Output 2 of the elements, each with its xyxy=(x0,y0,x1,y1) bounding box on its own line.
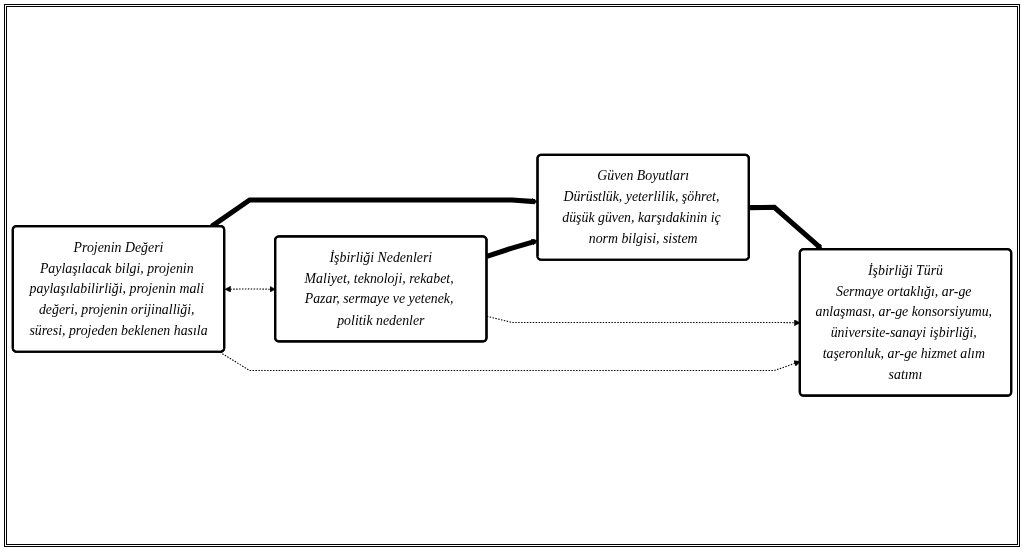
diagram-frame: Projenin Değeri Paylaşılacak bilgi, projenin paylaşılabilirliği, projenin mali değeri, projenin orijinalliği, süresi, projeden beklenen hasıla Güven Boyutları Dürüstlük, yeterlilik, şöhret, düşük güven, karşıdakinin iç norm bilgisi, sistem İşbirliği Nedenleri Maliyet, teknoloji, rekabet, Pazar, sermaye ve yetenek, politik nedenler İşbirliği Türü Sermaye ortaklığı, ar-ge anlaşması, ar-ge konsorsiyumu, üniversite-sanayi işbirliği, taşeronluk, ar-ge hizmet alım satımı xyxy=(4,4,1020,547)
arrow xyxy=(224,286,276,293)
